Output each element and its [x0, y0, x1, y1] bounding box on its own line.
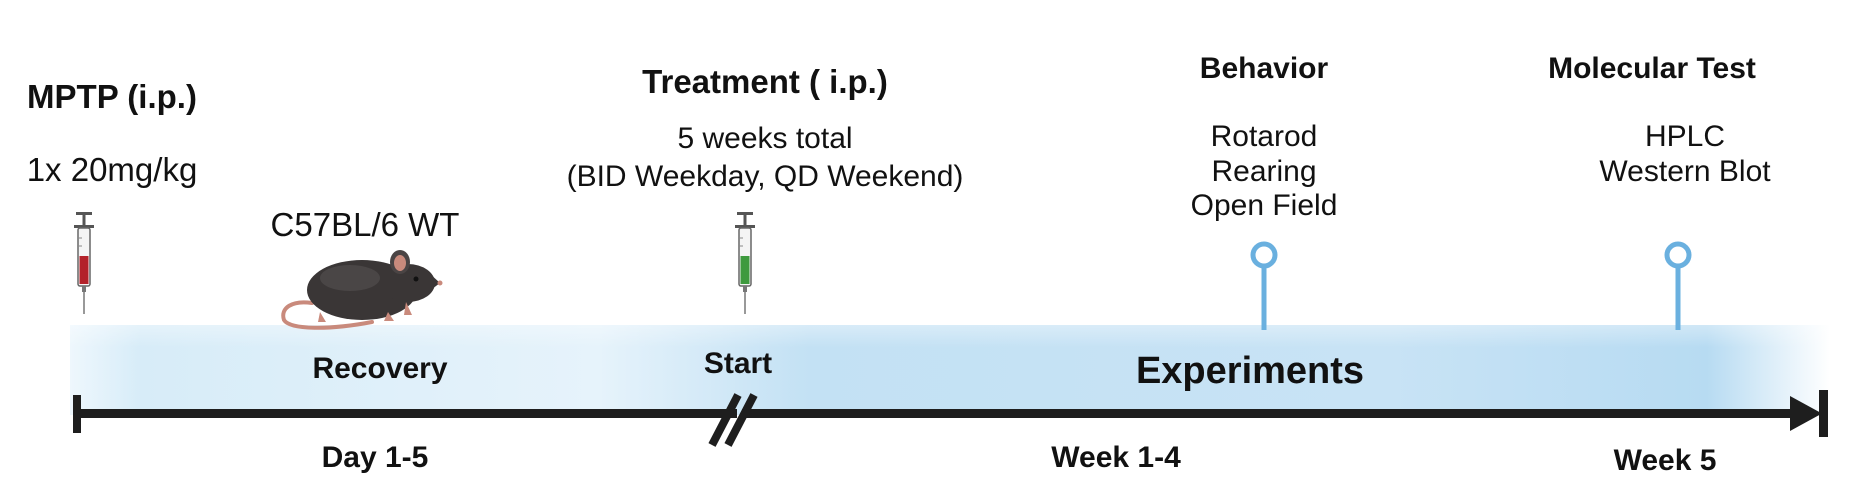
molecular-test-hplc: HPLC [1645, 120, 1725, 153]
period-day-label: Day 1-5 [322, 441, 429, 474]
syringe-icon [74, 212, 94, 314]
axis-break-icon [708, 393, 758, 447]
syringe-icon [735, 212, 755, 314]
phase-start-label: Start [704, 347, 772, 380]
behavior-title: Behavior [1200, 52, 1329, 85]
timeline-axis [73, 390, 1828, 437]
treatment-schedule: (BID Weekday, QD Weekend) [567, 160, 964, 193]
period-week5-label: Week 5 [1614, 444, 1717, 477]
period-week14-label: Week 1-4 [1051, 441, 1181, 474]
behavior-marker [1250, 241, 1278, 330]
axis-line-left [77, 409, 737, 418]
mouse-strain-label: C57BL/6 WT [271, 206, 460, 243]
mptp-dose: 1x 20mg/kg [27, 151, 198, 188]
axis-line-right [742, 409, 1797, 418]
mptp-title: MPTP (i.p.) [27, 78, 197, 115]
behavior-test-rearing: Rearing [1211, 155, 1316, 188]
mouse-icon [281, 250, 443, 330]
axis-arrowhead [1790, 396, 1822, 431]
molecular-marker [1664, 241, 1692, 330]
treatment-duration: 5 weeks total [677, 122, 852, 155]
molecular-test-western-blot: Western Blot [1599, 155, 1771, 188]
behavior-test-rotarod: Rotarod [1211, 120, 1318, 153]
behavior-test-open-field: Open Field [1191, 189, 1338, 222]
molecular-title: Molecular Test [1548, 52, 1756, 85]
phase-recovery-label: Recovery [312, 352, 447, 385]
timeline-band-fade [70, 325, 1830, 415]
treatment-title: Treatment ( i.p.) [642, 63, 888, 100]
axis-end-tick [1819, 390, 1828, 437]
phase-experiments-label: Experiments [1136, 350, 1364, 392]
